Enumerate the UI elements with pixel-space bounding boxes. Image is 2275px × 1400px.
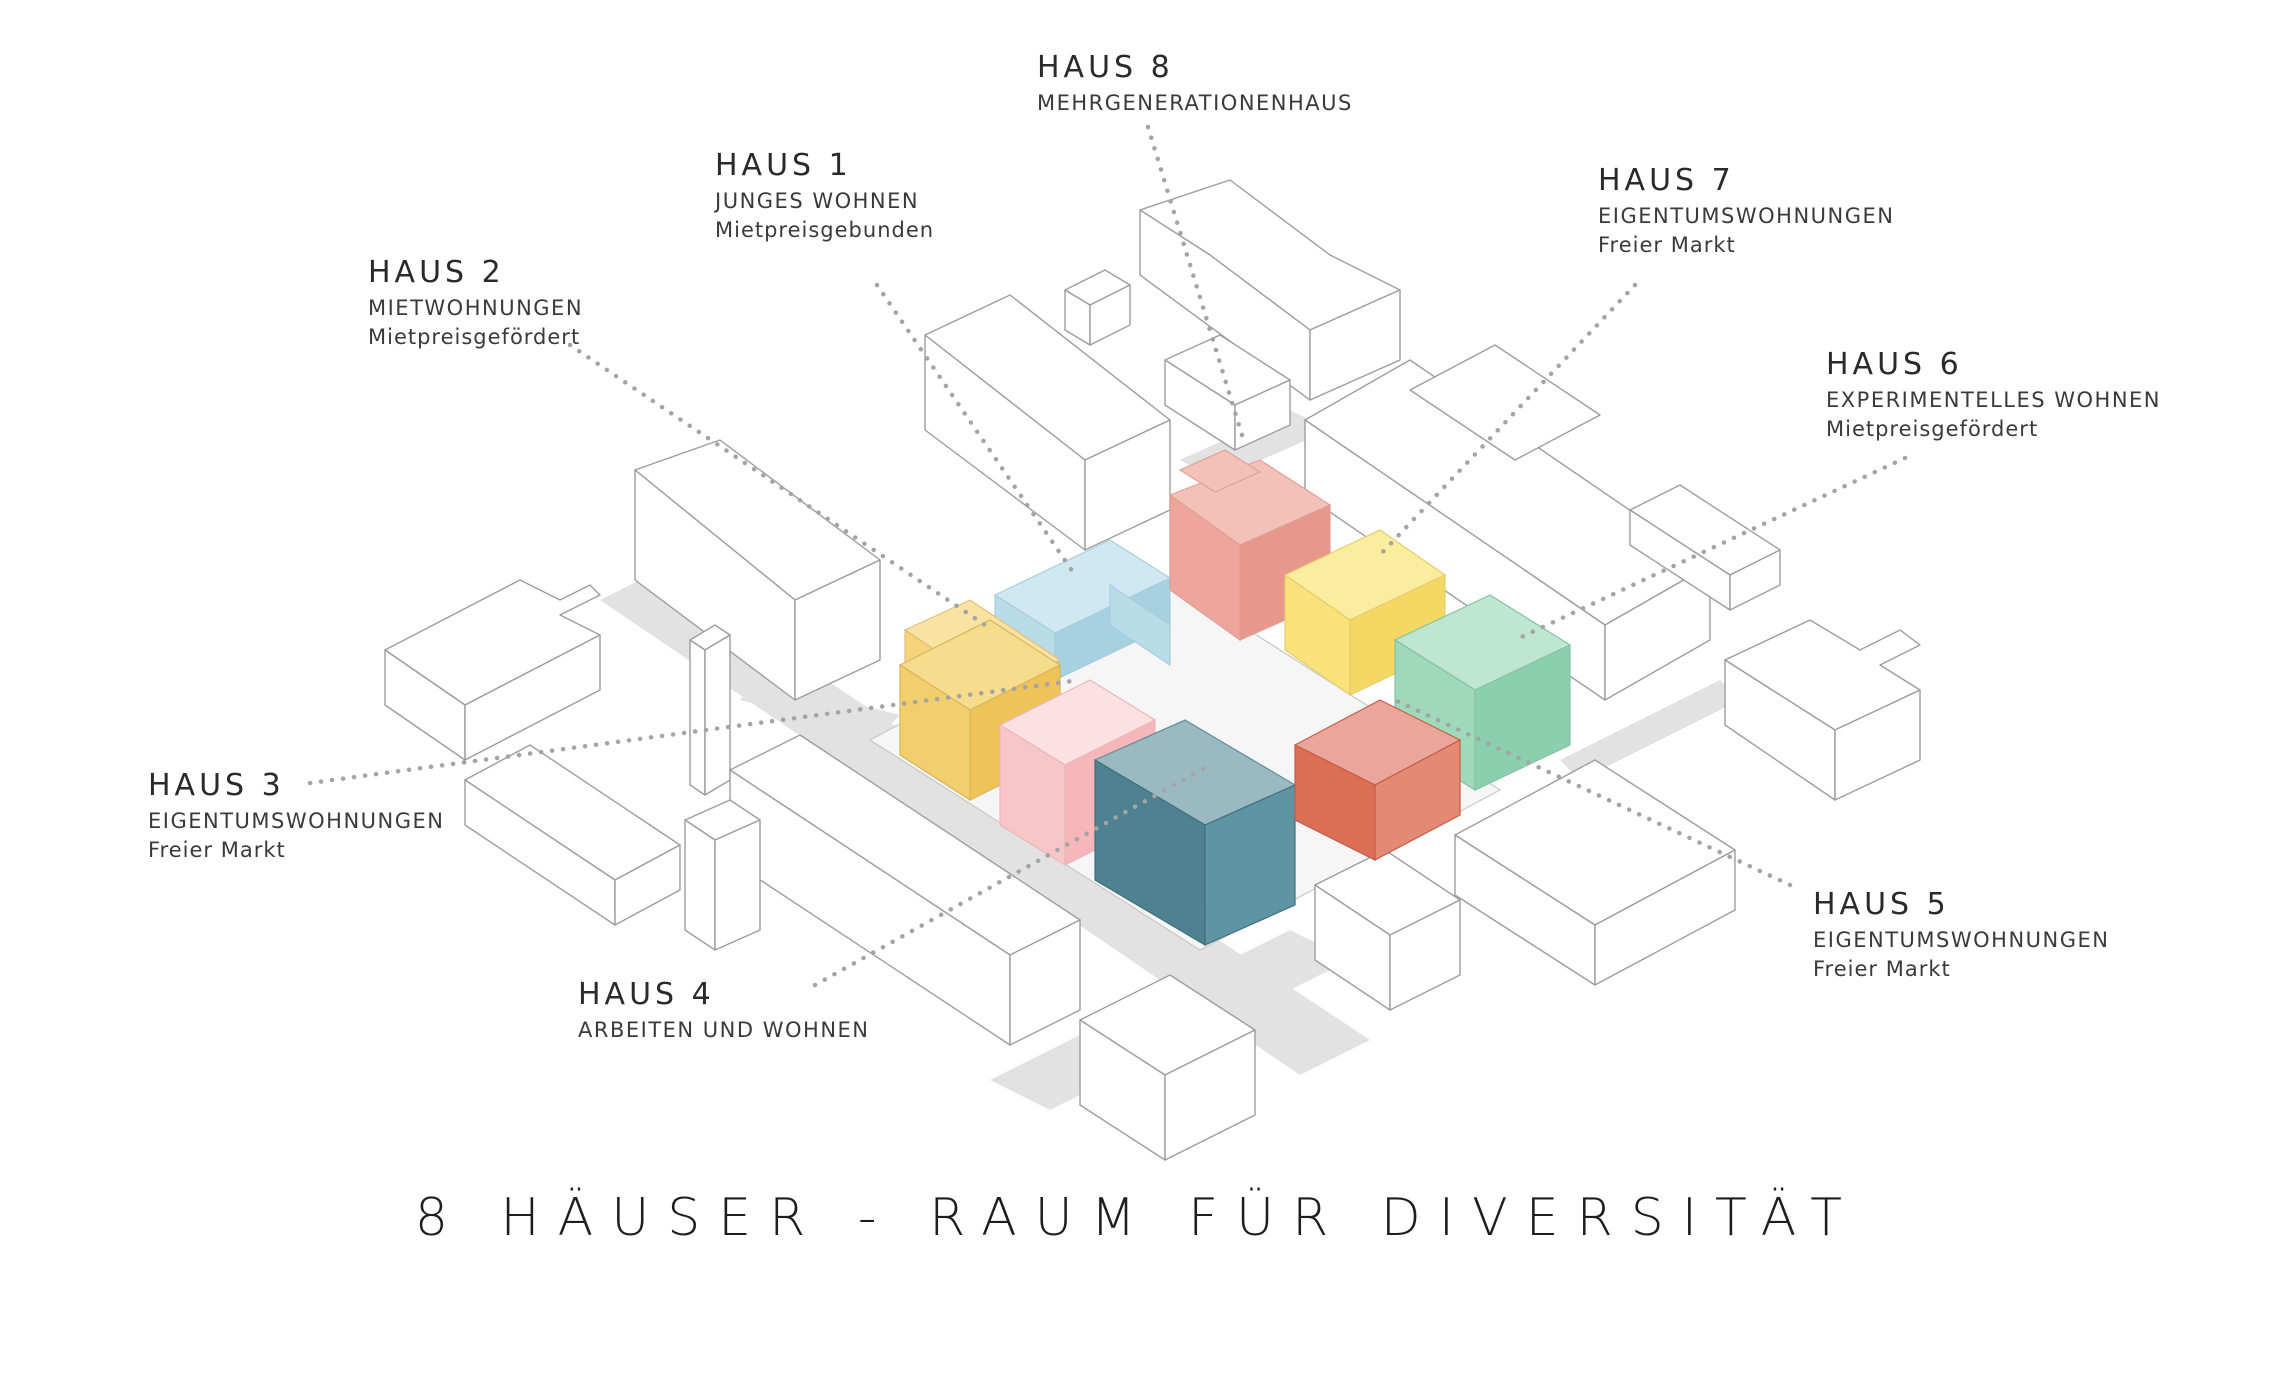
haus-3-sub: Freier Markt xyxy=(148,838,286,862)
context-building-west-lshape xyxy=(384,579,601,761)
context-building-ne-tall xyxy=(1409,344,1601,461)
haus-6-name: HAUS 6 xyxy=(1826,347,1963,382)
haus-1-name: HAUS 1 xyxy=(715,148,852,183)
context-building-sw-long xyxy=(729,734,1081,1046)
haus-5-type: EIGENTUMSWOHNUNGEN xyxy=(1813,928,2110,952)
label-haus-8: HAUS 8 MEHRGENERATIONENHAUS xyxy=(1037,48,1353,118)
leader-lines xyxy=(307,124,1908,988)
haus-2-sub: Mietpreisgefördert xyxy=(368,325,581,349)
road-east xyxy=(1560,680,1740,780)
haus-5-building[interactable] xyxy=(1293,699,1462,861)
context-building-west-slab xyxy=(464,744,681,926)
haus-1-sub: Mietpreisgebunden xyxy=(715,218,935,242)
haus-2-type: MIETWOHNUNGEN xyxy=(368,296,584,320)
context-building-se-small xyxy=(1314,849,1461,1011)
context-building-se-long xyxy=(1454,759,1736,986)
leader-haus-1 xyxy=(874,282,1078,578)
context-building-south xyxy=(1079,974,1256,1161)
haus-7-type: EIGENTUMSWOHNUNGEN xyxy=(1598,204,1895,228)
haus-8-type: MEHRGENERATIONENHAUS xyxy=(1037,91,1353,115)
haus-1-type: JUNGES WOHNEN xyxy=(715,189,920,213)
label-haus-4: HAUS 4 ARBEITEN UND WOHNEN xyxy=(578,975,870,1045)
context-building-north-small xyxy=(1164,334,1291,451)
haus-7-sub: Freier Markt xyxy=(1598,233,1736,257)
context-building-north-gable xyxy=(1139,179,1401,401)
leader-haus-4 xyxy=(812,762,1213,988)
haus-8-name: HAUS 8 xyxy=(1037,50,1174,85)
label-haus-5: HAUS 5 EIGENTUMSWOHNUNGEN Freier Markt xyxy=(1813,885,2109,983)
haus-6-sub: Mietpreisgefördert xyxy=(1826,417,2039,441)
label-haus-2: HAUS 2 MIETWOHNUNGEN Mietpreisgefördert xyxy=(368,253,583,351)
context-building-east-slab xyxy=(1629,484,1781,611)
haus-7-name: HAUS 7 xyxy=(1598,163,1735,198)
haus-4-type: ARBEITEN UND WOHNEN xyxy=(578,1018,870,1042)
haus-3-name: HAUS 3 xyxy=(148,768,285,803)
haus-1-building[interactable] xyxy=(993,539,1172,682)
road-southwest xyxy=(740,680,900,735)
context-building-sw-small xyxy=(684,799,761,951)
haus-4-name: HAUS 4 xyxy=(578,977,715,1012)
page-title: 8 HÄUSER - RAUM FÜR DIVERSITÄT xyxy=(414,1188,1861,1248)
haus-5-name: HAUS 5 xyxy=(1813,887,1950,922)
context-building-north-long xyxy=(924,294,1171,551)
leader-haus-8 xyxy=(1145,124,1248,448)
context-building-chimney xyxy=(1064,269,1131,346)
label-haus-1: HAUS 1 JUNGES WOHNEN Mietpreisgebunden xyxy=(715,146,934,244)
label-haus-6: HAUS 6 EXPERIMENTELLES WOHNEN Mietpreisg… xyxy=(1826,345,2161,443)
label-haus-3: HAUS 3 EIGENTUMSWOHNUNGEN Freier Markt xyxy=(148,766,444,864)
label-haus-7: HAUS 7 EIGENTUMSWOHNUNGEN Freier Markt xyxy=(1598,161,1894,259)
haus-7-building[interactable] xyxy=(1283,529,1447,697)
leader-haus-3 xyxy=(307,677,1083,786)
context-building-east-lshape xyxy=(1724,619,1921,801)
context-building-west-tower xyxy=(689,624,731,796)
haus-3-type: EIGENTUMSWOHNUNGEN xyxy=(148,809,445,833)
context-building-nw-large xyxy=(634,439,881,701)
haus-2-name: HAUS 2 xyxy=(368,255,505,290)
haus-6-type: EXPERIMENTELLES WOHNEN xyxy=(1826,388,2162,412)
leader-haus-7 xyxy=(1377,282,1638,558)
haus-4-core-building[interactable] xyxy=(1093,719,1297,947)
haus-5-sub: Freier Markt xyxy=(1813,957,1951,981)
